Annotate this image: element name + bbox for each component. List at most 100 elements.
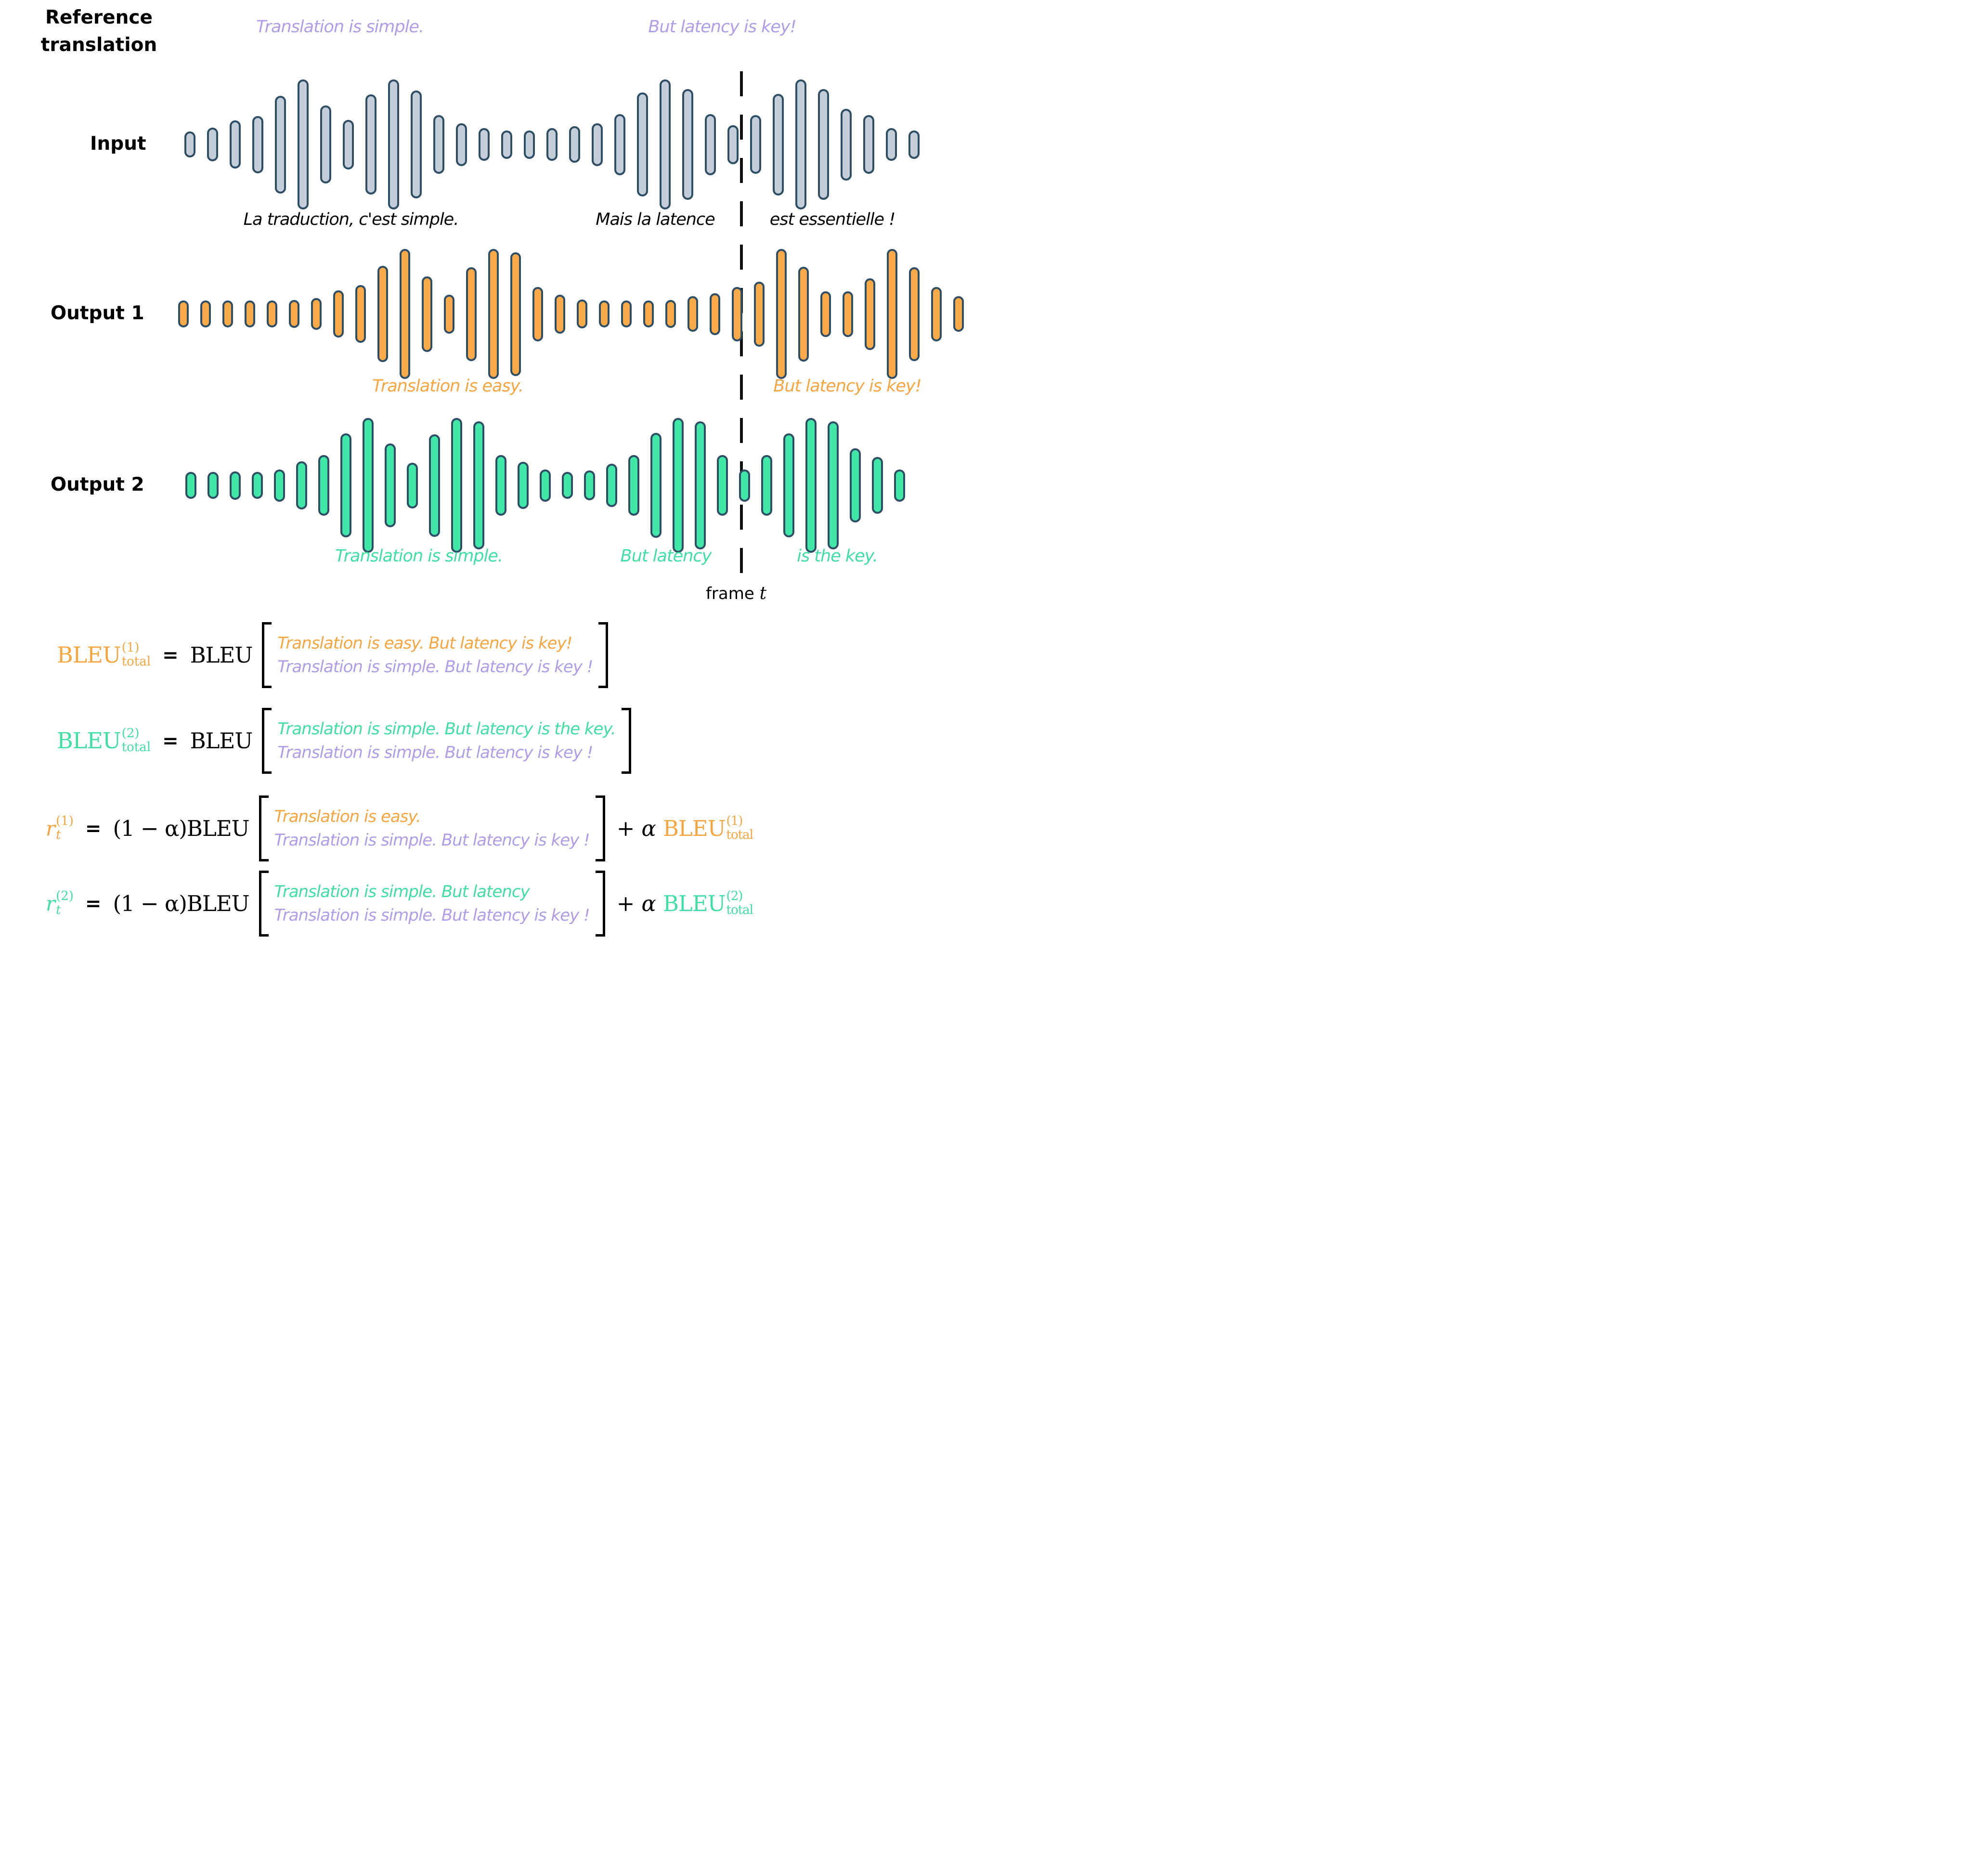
output2-label: Output 2 bbox=[51, 474, 144, 495]
formula-prefix: BLEU bbox=[190, 728, 253, 754]
formula-lhs-superscript: (2) bbox=[121, 726, 140, 741]
waveform-bar bbox=[909, 267, 920, 361]
waveform-bar bbox=[750, 115, 761, 174]
plus-sign: + bbox=[616, 890, 635, 916]
right-bracket bbox=[595, 870, 605, 937]
waveform-bar bbox=[363, 418, 374, 553]
waveform-bar bbox=[592, 123, 603, 166]
waveform-bar bbox=[532, 287, 543, 341]
formula-suffix-superscript: (2) bbox=[726, 888, 743, 903]
waveform-bar bbox=[555, 294, 565, 334]
formula-lhs: r(1)t bbox=[46, 814, 74, 842]
waveform-bar bbox=[710, 293, 720, 335]
alpha-symbol: α bbox=[641, 890, 656, 916]
waveform-bar bbox=[488, 249, 499, 379]
waveform-bar bbox=[456, 123, 467, 166]
waveform-bar bbox=[422, 276, 432, 352]
hypothesis-reference-stack: Translation is easy.Translation is simpl… bbox=[269, 795, 596, 861]
hypothesis-text: Translation is simple. But latency is th… bbox=[277, 719, 616, 739]
waveform-bar bbox=[208, 472, 219, 499]
waveform-bar bbox=[705, 114, 716, 175]
reference-text: Translation is simple. But latency is ke… bbox=[274, 905, 590, 925]
waveform-bar bbox=[252, 472, 263, 499]
waveform-bar bbox=[343, 119, 354, 169]
reference-phrase-2: But latency is key! bbox=[648, 17, 796, 37]
equals-sign: = bbox=[85, 892, 102, 915]
output2-caption-1: Translation is simple. bbox=[335, 547, 503, 566]
waveform-bar bbox=[311, 298, 322, 330]
waveform-bar bbox=[433, 115, 444, 174]
waveform-bar bbox=[739, 469, 750, 502]
waveform-bar bbox=[776, 249, 787, 379]
reference-text: Translation is simple. But latency is ke… bbox=[277, 743, 593, 762]
bleu-argument-brackets: Translation is simple. But latency is th… bbox=[262, 707, 631, 774]
waveform-bar bbox=[621, 300, 632, 327]
waveform-bar bbox=[761, 455, 772, 516]
waveform-bar bbox=[355, 285, 366, 343]
waveform-bar bbox=[584, 470, 595, 500]
formula-lhs: r(2)t bbox=[46, 889, 74, 917]
frame-variable-t: t bbox=[759, 584, 767, 603]
hypothesis-text: Translation is easy. bbox=[274, 807, 421, 826]
formula-lhs-superscript: (1) bbox=[56, 813, 74, 828]
waveform-bar bbox=[267, 300, 277, 327]
formula-prefix: (1 − α)BLEU bbox=[113, 890, 249, 916]
frame-t-label: frame t bbox=[706, 584, 766, 603]
waveform-bar bbox=[495, 455, 506, 516]
waveform-bar bbox=[887, 249, 897, 379]
waveform-bar bbox=[820, 291, 831, 337]
waveform-bar bbox=[451, 418, 462, 553]
waveform-bar bbox=[340, 433, 351, 537]
waveform-bar bbox=[732, 287, 742, 341]
waveform-bar bbox=[606, 464, 617, 507]
output2-caption-2: But latency bbox=[620, 547, 712, 566]
waveform-bar bbox=[886, 128, 897, 161]
waveform-bar bbox=[546, 128, 558, 161]
left-bracket bbox=[262, 707, 272, 774]
formula-lhs-base: r bbox=[46, 891, 55, 915]
waveform-bar bbox=[252, 116, 263, 173]
waveform-bar bbox=[429, 434, 440, 537]
waveform-bar bbox=[599, 300, 610, 327]
reference-text: Translation is simple. But latency is ke… bbox=[277, 657, 593, 677]
hypothesis-reference-stack: Translation is easy. But latency is key!… bbox=[272, 622, 598, 688]
waveform-bar bbox=[577, 300, 587, 328]
right-bracket bbox=[595, 795, 605, 861]
formula-prefix: BLEU bbox=[190, 642, 253, 668]
reference-label-line2: translation bbox=[40, 34, 157, 56]
formula-suffix-subscript: total bbox=[726, 828, 753, 842]
waveform-bar bbox=[318, 455, 329, 516]
left-bracket bbox=[259, 795, 269, 861]
waveform-bar bbox=[637, 92, 648, 196]
reference-label-line1: Reference bbox=[45, 7, 153, 28]
formula-lhs-base: r bbox=[46, 816, 55, 840]
waveform-bar bbox=[230, 471, 241, 500]
waveform-bar bbox=[333, 290, 344, 338]
output1-label: Output 1 bbox=[51, 302, 144, 324]
hypothesis-reference-stack: Translation is simple. But latency is th… bbox=[272, 708, 621, 774]
formula-suffix-base: BLEU bbox=[662, 890, 726, 916]
waveform-bar bbox=[818, 89, 829, 200]
waveform-bar bbox=[953, 296, 964, 332]
waveform-bar bbox=[245, 300, 255, 327]
waveform-bar bbox=[540, 469, 551, 502]
input-label: Input bbox=[90, 133, 146, 155]
waveform-bar bbox=[843, 291, 853, 337]
left-bracket bbox=[259, 870, 269, 937]
waveform-bar bbox=[682, 89, 693, 200]
waveform-bar bbox=[185, 472, 196, 499]
waveform-bar bbox=[178, 300, 189, 327]
waveform-bar bbox=[628, 455, 639, 516]
waveform-bar bbox=[828, 421, 839, 549]
reference-translation-label: Reference translation bbox=[28, 4, 170, 59]
output1-caption-1: Translation is easy. bbox=[372, 377, 524, 396]
waveform-bar bbox=[407, 462, 418, 508]
formula-lhs: BLEU(2)total bbox=[57, 726, 151, 755]
plus-sign: + bbox=[616, 815, 635, 841]
waveform-bar bbox=[850, 448, 861, 522]
waveform-bar bbox=[289, 300, 299, 328]
